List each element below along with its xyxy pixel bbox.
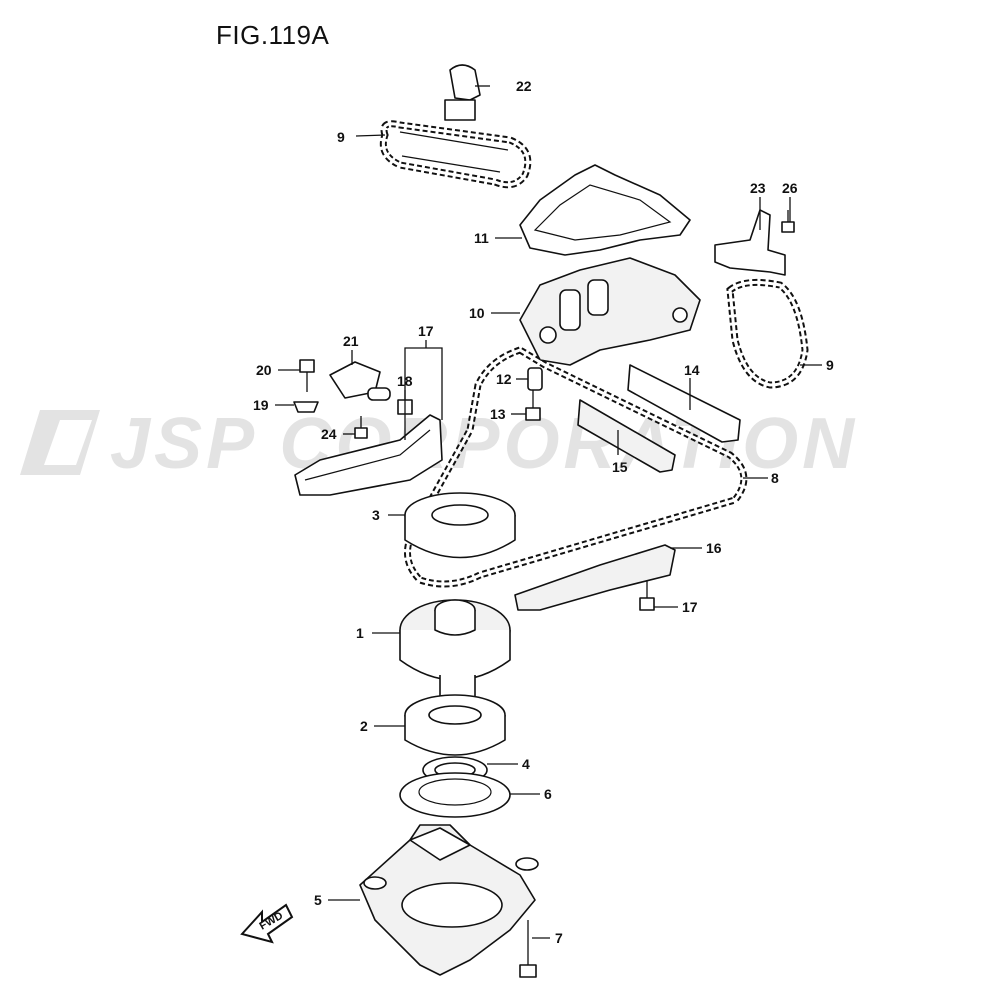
collar-20[interactable] [293,401,319,413]
tensioner-23-base[interactable] [444,99,476,121]
fwd-direction-arrow: FWD [240,903,294,944]
chain-guide-15[interactable] [577,399,676,473]
callout-18: 17 [418,323,434,339]
tensioner-lever-18[interactable] [294,414,443,496]
callout-1: 1 [356,625,364,641]
callout-9a: 9 [337,129,345,145]
callout-4: 4 [522,756,530,772]
callout-12: 12 [496,371,512,387]
callout-14: 14 [684,362,700,378]
callout-20: 19 [253,397,269,413]
callout-7: 7 [555,930,563,946]
chain-guide-14[interactable] [627,364,741,443]
callout-2: 2 [360,718,368,734]
callout-19: 18 [397,373,413,389]
chain-9-right[interactable] [726,278,809,389]
callout-23: 22 [516,78,532,94]
callout-16: 16 [706,540,722,556]
watermark-logo-inner [44,420,92,465]
gasket-11[interactable] [519,164,691,256]
callout-21: 20 [256,362,272,378]
callout-15: 15 [612,459,628,475]
tensioner-22[interactable] [329,361,391,401]
callout-26: 26 [782,180,798,196]
callout-5: 5 [314,892,322,908]
bracket-24[interactable] [714,209,786,276]
callout-3: 3 [372,507,380,523]
callout-8: 8 [771,470,779,486]
tensioner-23[interactable] [449,64,481,101]
callout-25: 24 [321,426,337,442]
gear-1[interactable] [399,599,511,706]
callout-10: 10 [469,305,485,321]
housing-5[interactable] [359,824,539,976]
bearing-2[interactable] [404,694,506,756]
callout-9b: 9 [826,357,834,373]
callout-labels: 9 22 11 10 23 26 9 14 15 8 16 17 12 13 3… [253,78,834,946]
chain-9-guide-lines [399,131,509,173]
callout-22: 21 [343,333,359,349]
gasket-6[interactable] [399,772,511,818]
callout-17: 17 [682,599,698,615]
bolt-17[interactable] [639,580,655,611]
callout-24: 23 [750,180,766,196]
chain-guide-16[interactable] [514,544,676,611]
callout-11: 11 [474,230,489,246]
upper-chain-assembly [379,64,532,189]
callout-6: 6 [544,786,552,802]
bolt-7[interactable] [519,920,537,978]
figure-title: FIG.119A [216,20,330,50]
gasket-11-inner [533,184,672,241]
chain-case-10[interactable] [519,257,701,366]
bolt-25[interactable] [354,416,368,439]
tensioner-lever-18-edge [304,429,431,481]
leader-lines [275,85,822,939]
dowel-pin-12[interactable] [527,367,543,391]
bearing-3[interactable] [404,492,516,559]
bolt-26[interactable] [781,210,795,233]
callout-13: 13 [490,406,506,422]
bolt-21[interactable] [299,359,315,392]
